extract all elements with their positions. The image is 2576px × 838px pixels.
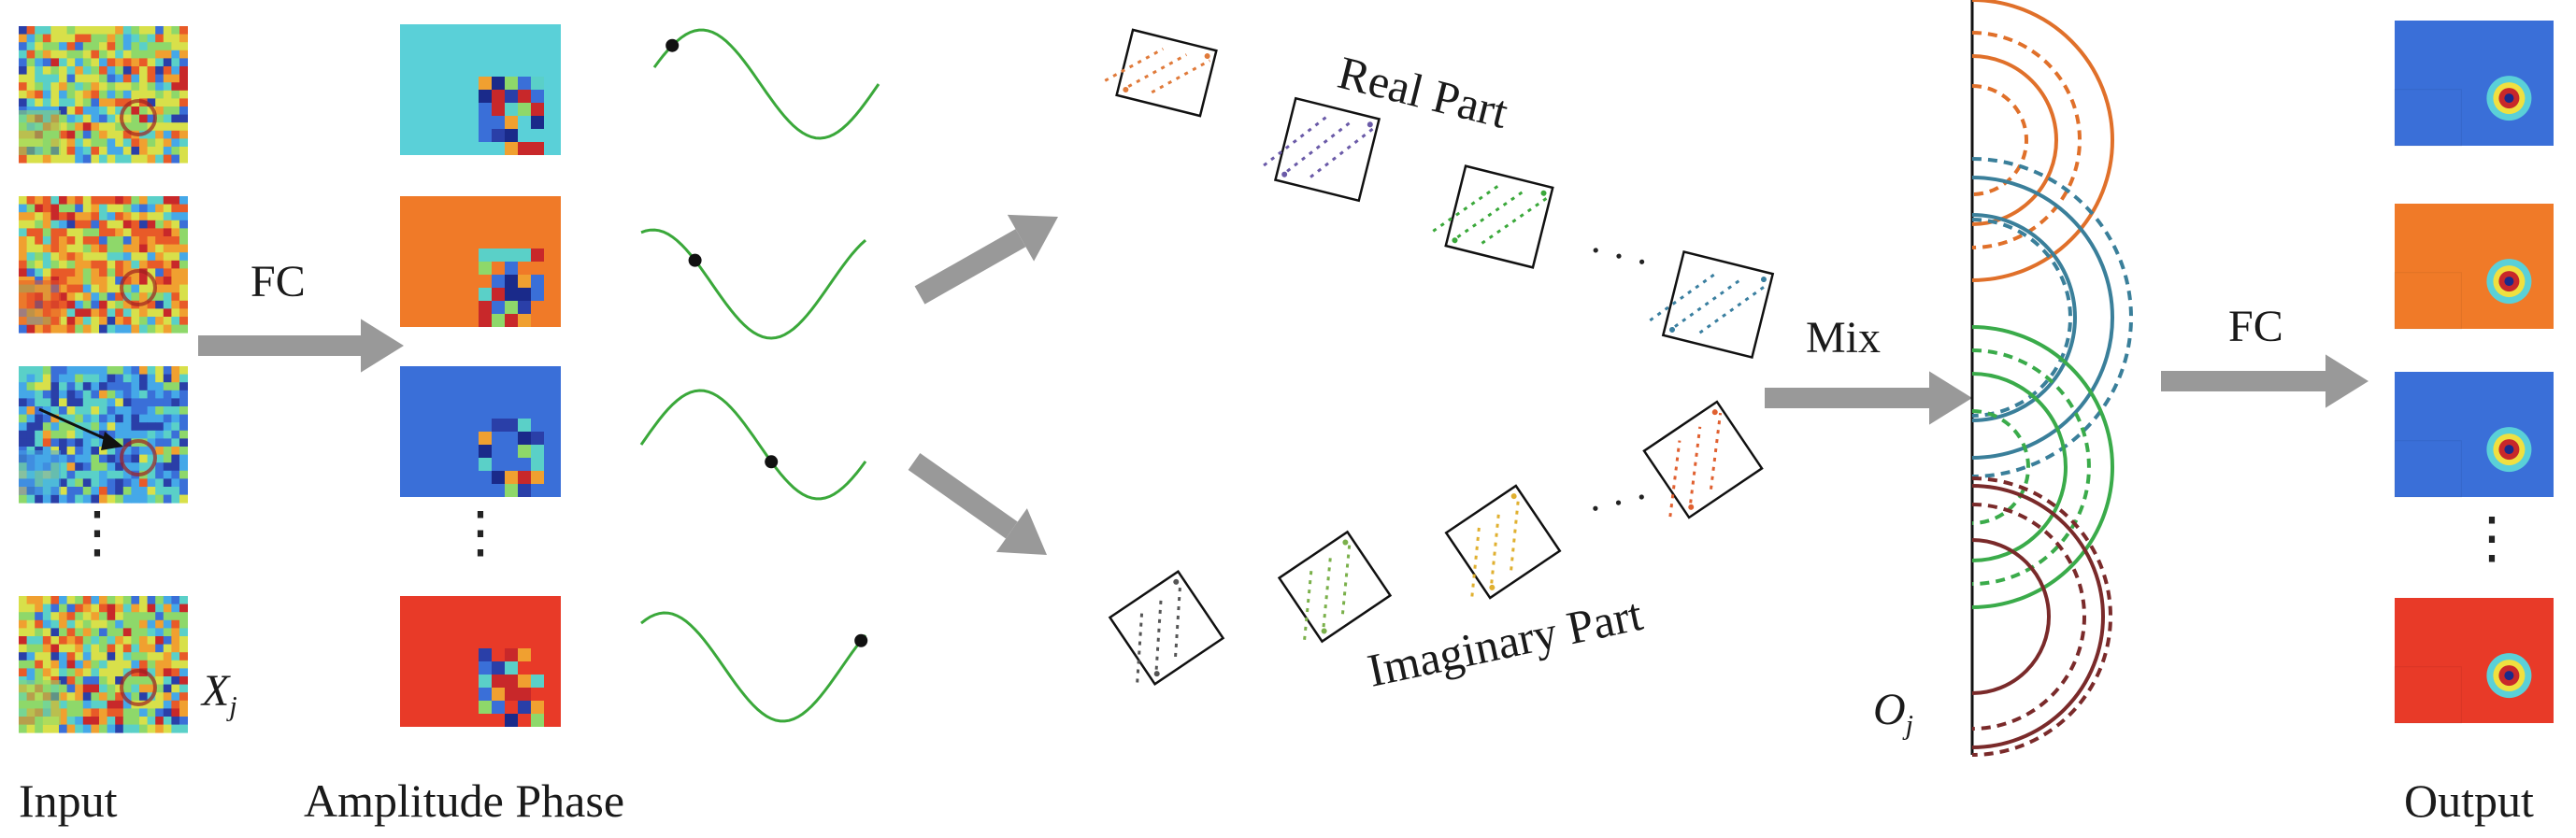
output-heatmap-4 bbox=[2394, 598, 2554, 724]
flow-arrows bbox=[198, 214, 2368, 555]
amplitude-heatmap-2 bbox=[400, 196, 561, 327]
mix-arrow bbox=[1765, 371, 1972, 425]
mix-arc-group-4 bbox=[1971, 476, 2112, 757]
amplitude-phase-label: Amplitude Phase bbox=[304, 774, 625, 827]
input-heatmap-4 bbox=[19, 596, 188, 733]
amplitude-heatmap-1 bbox=[400, 24, 561, 155]
imag-card-4 bbox=[1642, 400, 1764, 519]
phase-waves bbox=[639, 28, 880, 723]
input-vertical-ellipsis: ⋮ bbox=[69, 500, 125, 565]
mix-label: Mix bbox=[1806, 313, 1882, 362]
output-heatmap-3 bbox=[2394, 372, 2554, 498]
fc-right-arrow bbox=[2161, 354, 2368, 408]
amplitude-heatmap-4 bbox=[400, 596, 561, 727]
phase-dot bbox=[665, 38, 680, 52]
input-label: Input bbox=[19, 774, 118, 827]
input-heatmaps bbox=[19, 26, 188, 733]
imag-card-2 bbox=[1277, 530, 1393, 644]
imag-card-1 bbox=[1108, 570, 1225, 686]
output-heatmaps bbox=[2394, 21, 2554, 724]
real-card-3 bbox=[1432, 164, 1554, 269]
fc-right-label: FC bbox=[2228, 302, 2283, 351]
phase-wave-1 bbox=[652, 28, 880, 140]
output-label: Output bbox=[2404, 774, 2534, 827]
phase-dot bbox=[854, 633, 868, 647]
mix-arc-group-2 bbox=[1971, 157, 2133, 478]
amplitude-vertical-ellipsis: ⋮ bbox=[452, 500, 508, 565]
o-sub: j bbox=[1905, 709, 1914, 741]
imag-card-3 bbox=[1444, 484, 1562, 600]
imag-branch-arrow bbox=[908, 453, 1047, 555]
output-heatmap-1 bbox=[2394, 21, 2554, 147]
real-card-4 bbox=[1649, 249, 1775, 360]
real-branch-arrow bbox=[914, 214, 1058, 305]
fc-left-label: FC bbox=[250, 257, 306, 306]
amplitude-heatmaps bbox=[400, 24, 561, 727]
o-var: O bbox=[1873, 685, 1906, 734]
x-j-label: Xj bbox=[202, 665, 237, 723]
x-sub: j bbox=[229, 690, 237, 722]
phase-dot bbox=[688, 253, 702, 267]
phase-wave-4 bbox=[640, 611, 868, 723]
mix-arc-group-1 bbox=[1971, 0, 2114, 282]
amplitude-heatmap-3 bbox=[400, 366, 561, 497]
kernel-cards bbox=[1104, 28, 1775, 686]
phase-wave-3 bbox=[639, 389, 867, 501]
real-card-1 bbox=[1104, 28, 1218, 118]
output-vertical-ellipsis: ⋮ bbox=[2464, 505, 2520, 571]
output-heatmap-2 bbox=[2394, 204, 2554, 330]
input-heatmap-1 bbox=[19, 26, 188, 163]
mix-arcs bbox=[1970, 0, 2133, 757]
fc-left-arrow bbox=[198, 319, 404, 373]
phase-wave-2 bbox=[640, 228, 867, 340]
input-heatmap-3 bbox=[19, 366, 188, 504]
phase-dot bbox=[765, 455, 779, 469]
o-j-label: Oj bbox=[1873, 684, 1913, 742]
input-heatmap-2 bbox=[19, 196, 188, 334]
real-card-2 bbox=[1263, 96, 1381, 203]
x-var: X bbox=[202, 666, 230, 716]
input-annotation-arrow bbox=[38, 407, 123, 450]
